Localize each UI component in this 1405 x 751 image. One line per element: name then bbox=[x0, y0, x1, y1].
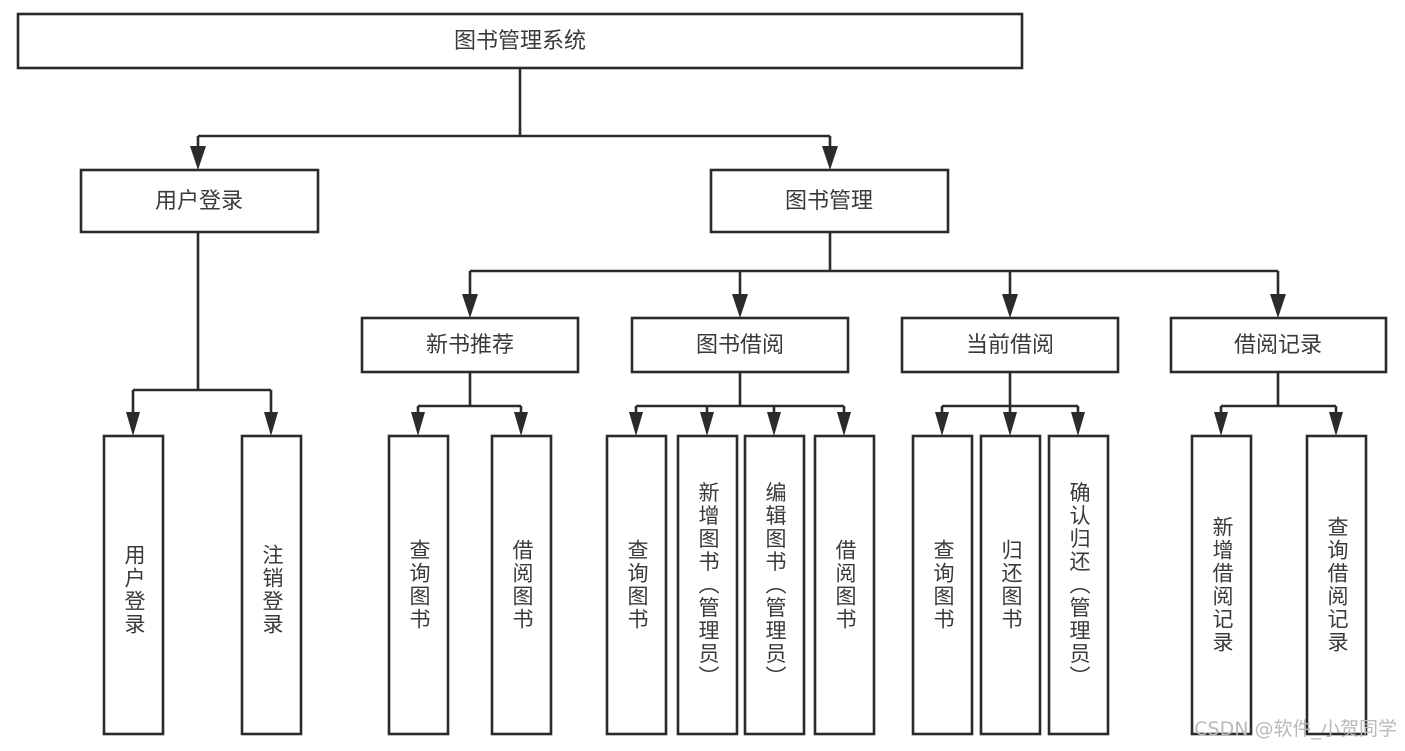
arrow-head-leaf-borrow-book-1 bbox=[514, 412, 528, 436]
connector-group-current-borrow bbox=[935, 372, 1085, 436]
arrow-head-leaf-confirm-return bbox=[1071, 412, 1085, 436]
leaf-node-logout[interactable]: 注销登录 bbox=[240, 434, 303, 736]
leaf-node-add-book[interactable]: 新增图书（管理员） bbox=[676, 434, 739, 736]
node-borrow-record-box[interactable] bbox=[1169, 316, 1388, 374]
node-current-borrow[interactable]: 当前借阅 bbox=[900, 316, 1120, 374]
leaf-borrow-book-1-box[interactable] bbox=[490, 434, 553, 736]
leaf-return-book-label: 归还图书 bbox=[999, 539, 1023, 631]
connector-group-new-book-recommend bbox=[411, 372, 528, 436]
leaf-node-user-login[interactable]: 用户登录 bbox=[102, 434, 165, 736]
leaf-query-book-3-box[interactable] bbox=[911, 434, 974, 736]
leaf-borrow-book-2-label: 借阅图书 bbox=[833, 539, 857, 631]
node-new-book-recommend-label: 新书推荐 bbox=[426, 333, 514, 358]
arrow-head-book-manage bbox=[822, 146, 838, 170]
connector-group-root bbox=[190, 68, 838, 170]
node-root-box[interactable] bbox=[16, 12, 1024, 70]
leaf-node-add-record[interactable]: 新增借阅记录 bbox=[1190, 434, 1253, 736]
node-root-label: 图书管理系统 bbox=[454, 29, 586, 54]
leaf-query-record-label: 查询借阅记录 bbox=[1325, 516, 1349, 654]
leaf-add-book-label: 新增图书（管理员） bbox=[696, 482, 720, 689]
leaf-edit-book-box[interactable] bbox=[743, 434, 806, 736]
leaf-query-book-3-label: 查询图书 bbox=[931, 539, 955, 631]
node-user-login-label: 用户登录 bbox=[155, 189, 243, 214]
arrow-head-leaf-borrow-book-2 bbox=[837, 412, 851, 436]
node-borrow-record-label: 借阅记录 bbox=[1234, 333, 1322, 358]
arrow-head-leaf-return-book bbox=[1003, 412, 1017, 436]
node-current-borrow-label: 当前借阅 bbox=[966, 333, 1054, 358]
node-root[interactable]: 图书管理系统 bbox=[16, 12, 1024, 70]
node-book-borrow[interactable]: 图书借阅 bbox=[630, 316, 850, 374]
leaf-node-query-book-1[interactable]: 查询图书 bbox=[387, 434, 450, 736]
connector-group-book-borrow bbox=[629, 372, 851, 436]
leaf-query-book-1-box[interactable] bbox=[387, 434, 450, 736]
leaf-node-edit-book[interactable]: 编辑图书（管理员） bbox=[743, 434, 806, 736]
leaf-logout-box[interactable] bbox=[240, 434, 303, 736]
leaf-query-book-2-box[interactable] bbox=[605, 434, 668, 736]
leaf-node-query-book-2[interactable]: 查询图书 bbox=[605, 434, 668, 736]
arrow-head-leaf-query-book-3 bbox=[935, 412, 949, 436]
arrow-head-leaf-query-book-2 bbox=[629, 412, 643, 436]
node-user-login[interactable]: 用户登录 bbox=[79, 168, 320, 234]
arrow-head-current-borrow bbox=[1002, 294, 1018, 318]
node-new-book-recommend[interactable]: 新书推荐 bbox=[360, 316, 580, 374]
node-book-borrow-label: 图书借阅 bbox=[696, 333, 784, 358]
arrow-head-leaf-logout bbox=[264, 412, 278, 436]
arrow-head-leaf-user-login bbox=[126, 412, 140, 436]
node-book-borrow-box[interactable] bbox=[630, 316, 850, 374]
arrow-head-user-login bbox=[190, 146, 206, 170]
leaf-borrow-book-2-box[interactable] bbox=[813, 434, 876, 736]
arrow-head-leaf-query-book-1 bbox=[411, 412, 425, 436]
leaf-logout-label: 注销登录 bbox=[260, 544, 284, 636]
leaf-query-book-2-label: 查询图书 bbox=[625, 539, 649, 631]
leaf-add-book-box[interactable] bbox=[676, 434, 739, 736]
node-book-manage-box[interactable] bbox=[709, 168, 950, 234]
leaf-node-borrow-book-1[interactable]: 借阅图书 bbox=[490, 434, 553, 736]
leaf-confirm-return-box[interactable] bbox=[1047, 434, 1110, 736]
leaf-node-return-book[interactable]: 归还图书 bbox=[979, 434, 1042, 736]
leaf-node-borrow-book-2[interactable]: 借阅图书 bbox=[813, 434, 876, 736]
arrow-head-borrow-record bbox=[1270, 294, 1286, 318]
arrow-head-book-borrow bbox=[732, 294, 748, 318]
leaf-node-confirm-return[interactable]: 确认归还（管理员） bbox=[1047, 434, 1110, 736]
arrow-head-leaf-add-book bbox=[700, 412, 714, 436]
arrow-head-new-book-recommend bbox=[462, 294, 478, 318]
leaf-user-login-box[interactable] bbox=[102, 434, 165, 736]
arrow-head-leaf-query-record bbox=[1329, 412, 1343, 436]
leaf-node-query-book-3[interactable]: 查询图书 bbox=[911, 434, 974, 736]
node-book-manage[interactable]: 图书管理 bbox=[709, 168, 950, 234]
node-borrow-record[interactable]: 借阅记录 bbox=[1169, 316, 1388, 374]
node-current-borrow-box[interactable] bbox=[900, 316, 1120, 374]
node-book-manage-label: 图书管理 bbox=[785, 189, 873, 214]
node-user-login-box[interactable] bbox=[79, 168, 320, 234]
leaf-add-record-box[interactable] bbox=[1190, 434, 1253, 736]
arrow-head-leaf-add-record bbox=[1214, 412, 1228, 436]
leaf-edit-book-label: 编辑图书（管理员） bbox=[763, 482, 787, 689]
connector-group-book-manage bbox=[462, 232, 1286, 318]
connector-group-user-login bbox=[126, 232, 278, 436]
leaf-confirm-return-label: 确认归还（管理员） bbox=[1067, 482, 1091, 689]
leaf-add-record-label: 新增借阅记录 bbox=[1210, 516, 1234, 654]
leaf-return-book-box[interactable] bbox=[979, 434, 1042, 736]
node-new-book-recommend-box[interactable] bbox=[360, 316, 580, 374]
leaf-query-record-box[interactable] bbox=[1305, 434, 1368, 736]
leaf-user-login-label: 用户登录 bbox=[122, 544, 146, 636]
leaf-node-query-record[interactable]: 查询借阅记录 bbox=[1305, 434, 1368, 736]
leaf-query-book-1-label: 查询图书 bbox=[407, 539, 431, 631]
leaf-borrow-book-1-label: 借阅图书 bbox=[510, 539, 534, 631]
arrow-head-leaf-edit-book bbox=[767, 412, 781, 436]
connector-group-borrow-record bbox=[1214, 372, 1343, 436]
